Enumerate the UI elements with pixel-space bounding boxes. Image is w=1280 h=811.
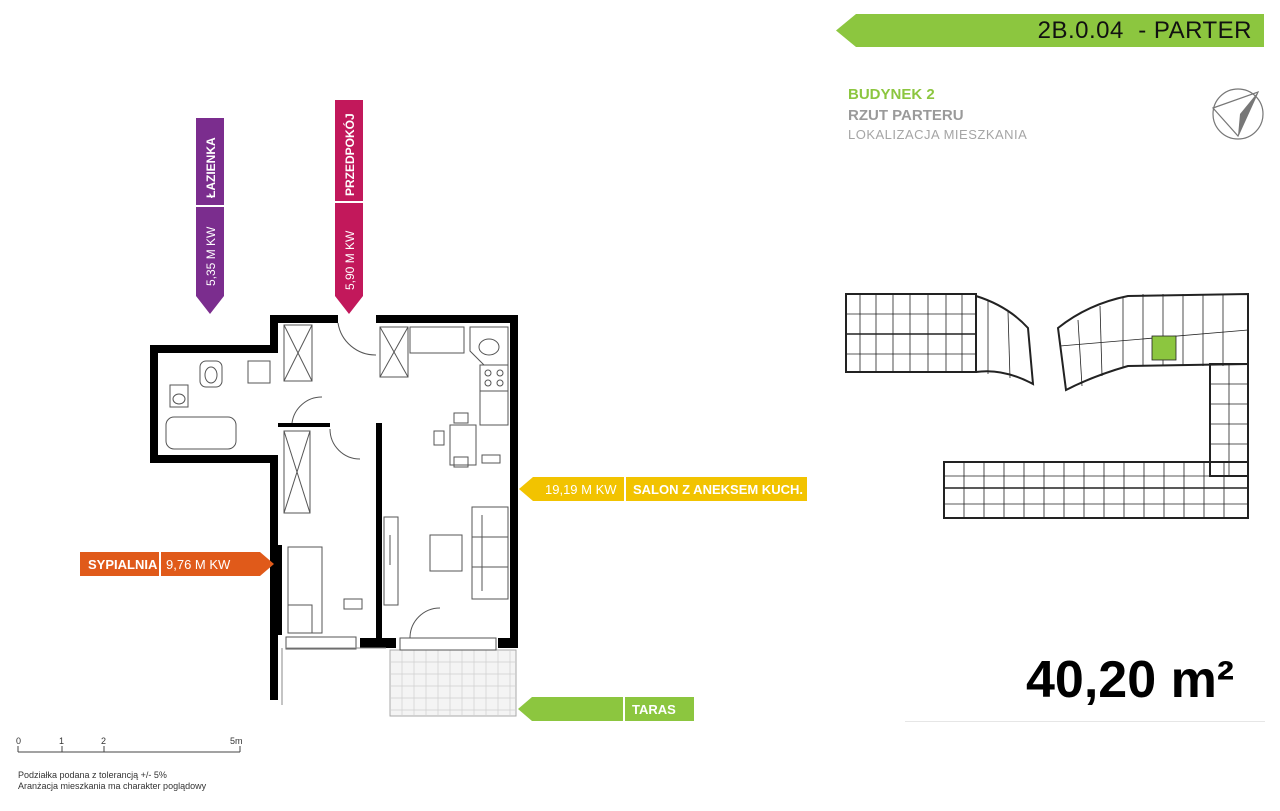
site-plan — [845, 292, 1249, 519]
building-name: BUDYNEK 2 — [848, 86, 935, 103]
scale-tick-0: 0 — [16, 736, 21, 746]
arrangement-note: Aranżacja mieszkania ma charakter pogląd… — [18, 781, 207, 791]
total-area: 40,20 m² — [1026, 651, 1235, 709]
hallway-name: PRZEDPOKÓJ — [342, 113, 357, 196]
banner-shape — [836, 14, 1264, 47]
floor-plan-title: RZUT PARTERU — [848, 107, 964, 124]
bedroom-name: SYPIALNIA — [88, 557, 158, 572]
terrace-area — [389, 649, 517, 717]
apartment-location-label: LOKALIZACJA MIESZKANIA — [848, 127, 1028, 142]
floor-plan — [150, 315, 518, 717]
bathroom-area: 5,35 M KW — [204, 226, 218, 286]
terrace-name: TARAS — [632, 702, 676, 717]
hallway-label: PRZEDPOKÓJ 5,90 M KW — [335, 100, 363, 314]
terrace-label: TARAS — [518, 697, 694, 721]
area-divider — [905, 721, 1265, 722]
bedroom-area: 9,76 M KW — [166, 557, 231, 572]
scale-tick-5m: 5m — [230, 736, 243, 746]
scale-bar: 0 1 2 5m — [16, 736, 243, 753]
bathroom-label: ŁAZIENKA 5,35 M KW — [196, 118, 224, 314]
bedroom-label: SYPIALNIA 9,76 M KW — [80, 552, 274, 576]
living-room-name: SALON Z ANEKSEM KUCH. — [633, 482, 803, 497]
tolerance-note: Podziałka podana z tolerancją +/- 5% — [18, 770, 167, 780]
scale-tick-1: 1 — [59, 736, 64, 746]
compass-icon — [1211, 88, 1264, 140]
bathroom-name: ŁAZIENKA — [204, 137, 218, 198]
living-room-area: 19,19 M KW — [545, 482, 617, 497]
hallway-area: 5,90 M KW — [343, 230, 357, 290]
scale-tick-2: 2 — [101, 736, 106, 746]
unit-code: 2B.0.04 - PARTER — [1037, 17, 1252, 44]
living-room-label: 19,19 M KW SALON Z ANEKSEM KUCH. — [519, 477, 807, 501]
apartment-highlight — [1151, 335, 1177, 361]
unit-code-banner: 2B.0.04 - PARTER — [836, 14, 1264, 47]
